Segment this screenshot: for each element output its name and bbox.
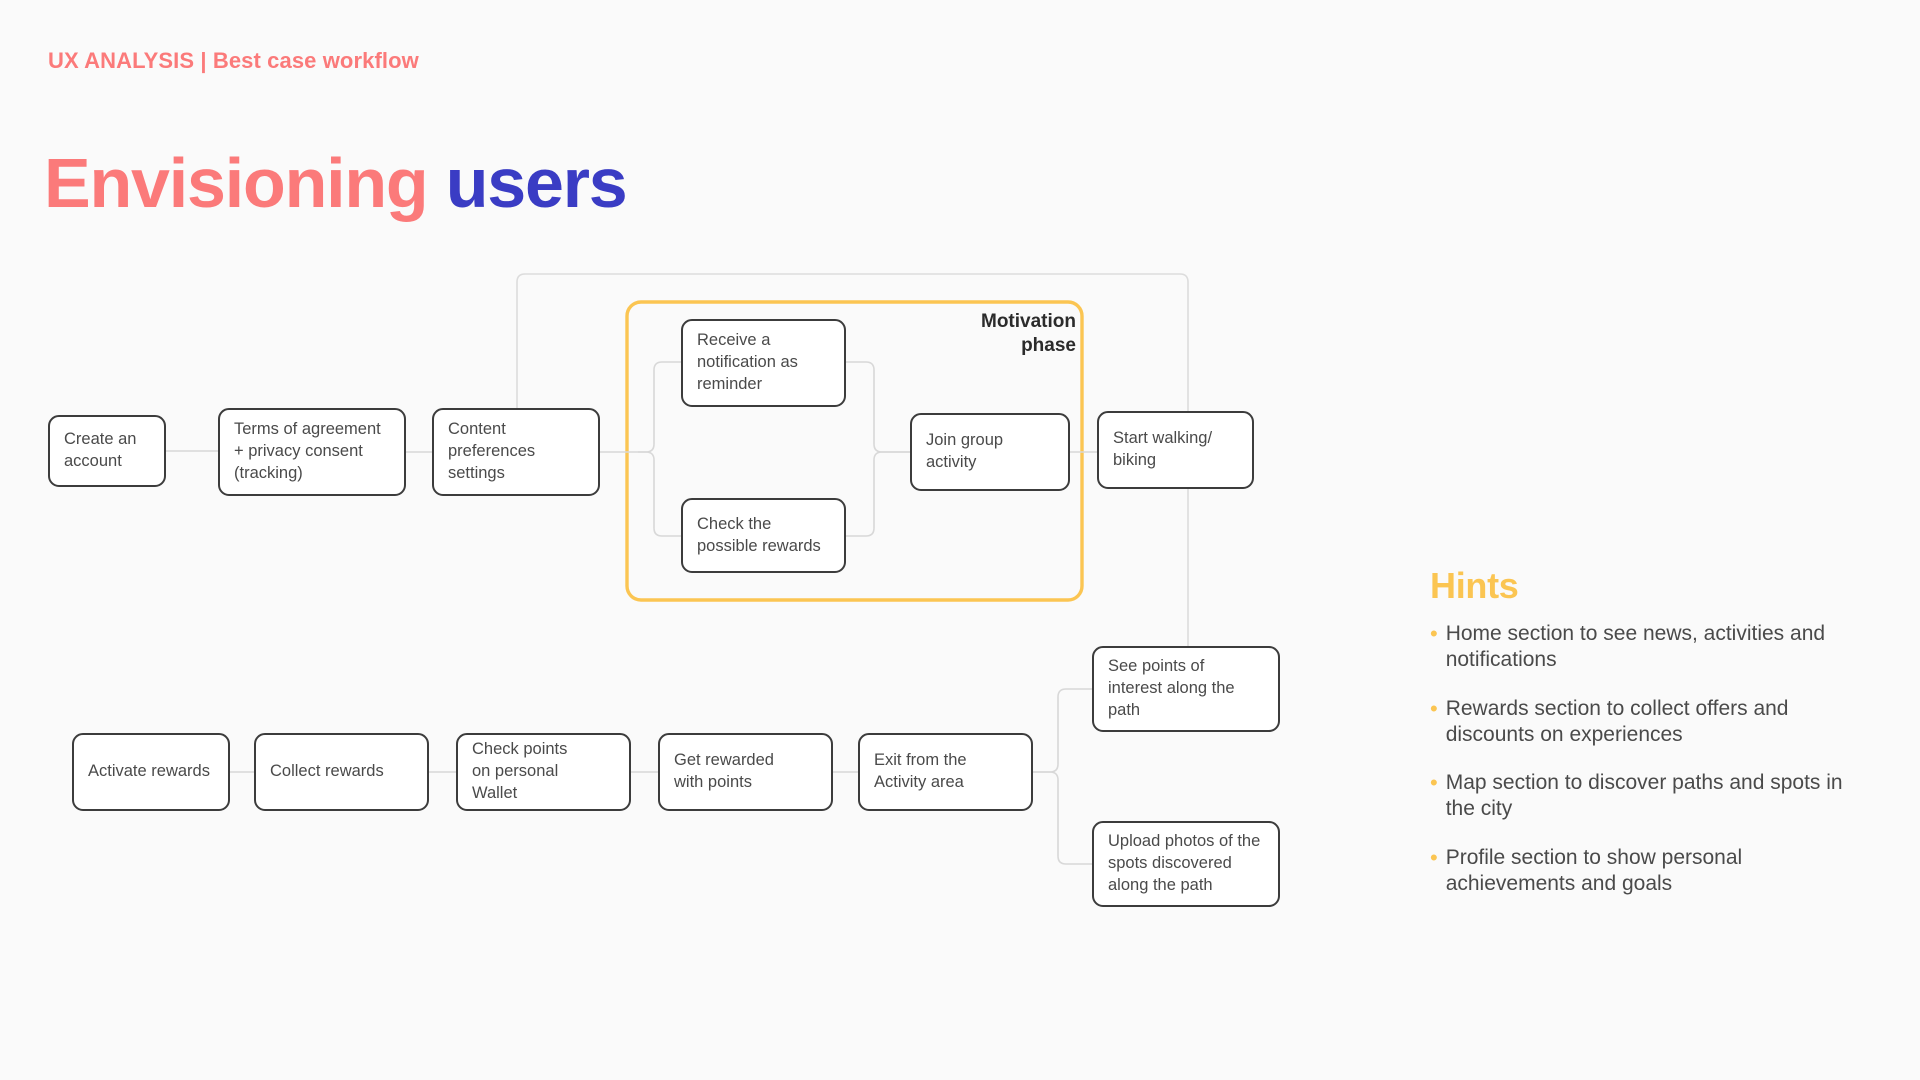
bullet-icon: • bbox=[1430, 770, 1438, 795]
hint-item: • Rewards section to collect offers and d… bbox=[1430, 696, 1850, 749]
eyebrow-label: UX ANALYSIS | Best case workflow bbox=[48, 48, 419, 73]
hints-list: • Home section to see news, activities an… bbox=[1430, 621, 1850, 897]
flow-node-activate-rewards[interactable]: Activate rewards bbox=[72, 733, 230, 811]
motivation-phase-label: Motivation phase bbox=[981, 311, 1076, 356]
hint-item: • Map section to discover paths and spots… bbox=[1430, 770, 1850, 823]
wire-rewards-to-merge bbox=[846, 451, 910, 537]
flow-node-create-an-account[interactable]: Create an account bbox=[48, 415, 166, 487]
page-title: Envisioning users bbox=[44, 148, 628, 218]
bullet-icon: • bbox=[1430, 621, 1438, 646]
hint-text: Map section to discover paths and spots … bbox=[1445, 771, 1843, 821]
hint-item: • Home section to see news, activities an… bbox=[1430, 621, 1850, 674]
flow-node-join-group-activity[interactable]: Join group activity bbox=[910, 413, 1070, 491]
flow-node-collect-rewards[interactable]: Collect rewards bbox=[254, 733, 429, 811]
flow-node-get-rewarded-with-points[interactable]: Get rewarded with points bbox=[658, 733, 833, 811]
hint-item: • Profile section to show personal achiev… bbox=[1430, 845, 1850, 898]
flow-node-start-walking-biking[interactable]: Start walking/ biking bbox=[1097, 411, 1254, 489]
bullet-icon: • bbox=[1430, 844, 1438, 870]
wire-branch-to-notification bbox=[638, 361, 681, 453]
wire-exit-to-upload-photos bbox=[1033, 771, 1092, 865]
flow-node-check-points-on-wallet[interactable]: Check points on personal Wallet bbox=[456, 733, 631, 811]
bullet-icon: • bbox=[1430, 695, 1438, 721]
flow-node-content-preferences[interactable]: Content preferences settings bbox=[432, 408, 600, 496]
hints-panel: Hints • Home section to see news, activit… bbox=[1430, 565, 1850, 919]
page-title-word-1: Envisioning bbox=[44, 144, 429, 222]
hints-title: Hints bbox=[1430, 565, 1519, 606]
flow-node-exit-from-activity-area[interactable]: Exit from the Activity area bbox=[858, 733, 1033, 811]
hint-text: Profile section to show personal achieve… bbox=[1445, 845, 1743, 895]
wire-notification-to-merge bbox=[846, 361, 910, 453]
flow-node-upload-photos-of-spots[interactable]: Upload photos of the spots discovered al… bbox=[1092, 821, 1280, 907]
wire-branch-to-rewards bbox=[638, 451, 681, 537]
flow-node-see-points-of-interest[interactable]: See points of interest along the path bbox=[1092, 646, 1280, 732]
flow-node-terms-of-agreement[interactable]: Terms of agreement + privacy consent (tr… bbox=[218, 408, 406, 496]
outer-group-frame bbox=[516, 273, 1189, 648]
flow-node-check-possible-rewards[interactable]: Check the possible rewards bbox=[681, 498, 846, 573]
motivation-phase-frame bbox=[625, 300, 1084, 602]
flow-node-receive-a-notification[interactable]: Receive a notification as reminder bbox=[681, 319, 846, 407]
hint-text: Home section to see news, activities and… bbox=[1445, 622, 1826, 672]
page-title-word-2: users bbox=[445, 144, 628, 222]
wire-exit-to-see-points bbox=[1033, 688, 1092, 773]
hint-text: Rewards section to collect offers and di… bbox=[1445, 696, 1789, 746]
